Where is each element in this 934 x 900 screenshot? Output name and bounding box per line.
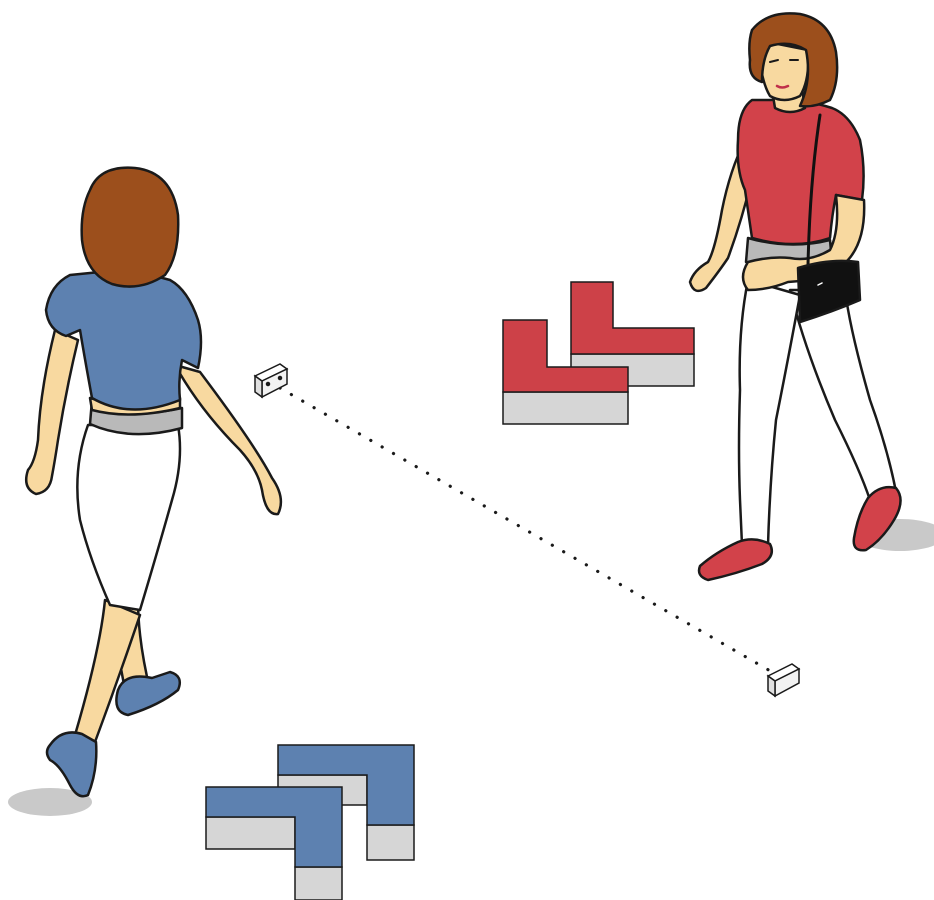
sensor-icon	[768, 664, 799, 696]
red-floor-markers	[503, 282, 694, 424]
sensor-icon	[255, 364, 287, 397]
blue-floor-marker-front	[206, 787, 342, 900]
sensor-beam	[280, 388, 772, 672]
walking-person-icon	[8, 168, 281, 816]
walking-person-icon	[690, 13, 934, 580]
blue-floor-markers	[206, 745, 414, 900]
